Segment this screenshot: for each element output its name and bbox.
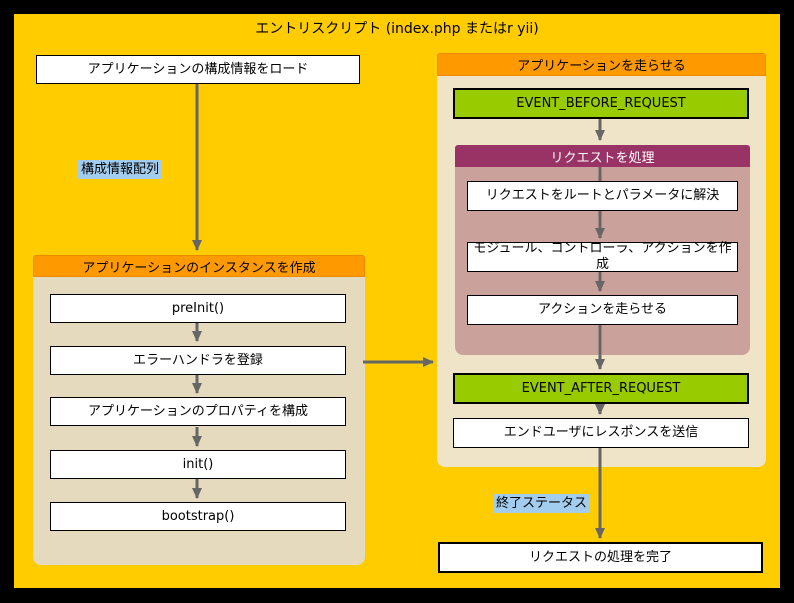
node-create-module-controller-action: モジュール、コントローラ、アクションを作成 — [467, 241, 738, 272]
panel-run-application-header: アプリケーションを走らせる — [437, 53, 766, 76]
node-preinit: preInit() — [50, 294, 346, 323]
label-config-array: 構成情報配列 — [78, 160, 163, 179]
panel-create-instance-header: アプリケーションのインスタンスを作成 — [33, 255, 365, 277]
node-finish-request: リクエストの処理を完了 — [438, 542, 763, 573]
panel-handle-request-header: リクエストを処理 — [455, 145, 750, 167]
node-send-response: エンドユーザにレスポンスを送信 — [453, 418, 749, 448]
node-resolve-route: リクエストをルートとパラメータに解決 — [467, 181, 738, 211]
diagram-title: エントリスクリプト (index.php またはr yii) — [255, 21, 539, 37]
node-init: init() — [50, 450, 346, 479]
node-configure-properties: アプリケーションのプロパティを構成 — [50, 397, 346, 426]
node-event-after-request: EVENT_AFTER_REQUEST — [453, 373, 749, 404]
node-run-action: アクションを走らせる — [467, 295, 738, 325]
label-exit-status: 終了ステータス — [493, 494, 591, 513]
node-register-error-handler: エラーハンドラを登録 — [50, 346, 346, 375]
node-event-before-request: EVENT_BEFORE_REQUEST — [453, 88, 749, 119]
node-bootstrap: bootstrap() — [50, 502, 346, 531]
node-load-config: アプリケーションの構成情報をロード — [36, 55, 360, 84]
